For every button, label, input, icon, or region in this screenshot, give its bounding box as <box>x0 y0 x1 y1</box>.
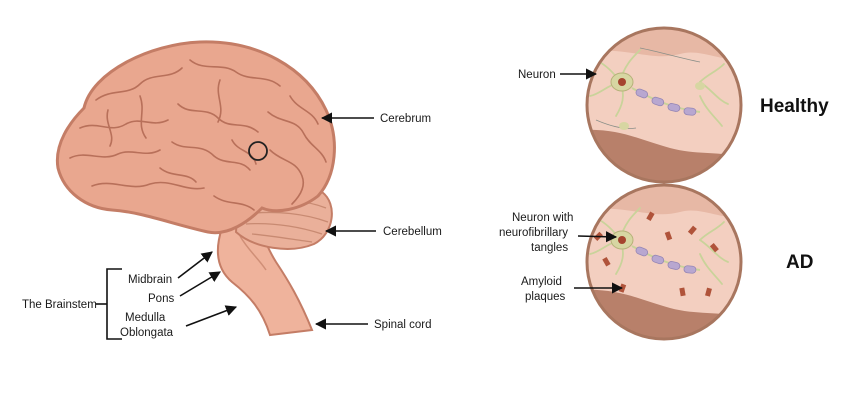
plaques-label-line2: plaques <box>525 291 566 303</box>
neuron-label: Neuron <box>518 69 556 81</box>
cerebellum-label: Cerebellum <box>383 226 442 238</box>
healthy-neuron-circle <box>585 26 743 184</box>
medulla-label-line2: Oblongata <box>120 327 174 339</box>
spinal-cord-label: Spinal cord <box>374 319 432 331</box>
medulla-arrow <box>185 305 238 327</box>
tangles-label-line3: tangles <box>531 242 568 254</box>
pons-arrow <box>179 271 221 297</box>
tangles-label-line1: Neuron with <box>512 212 573 224</box>
amyloid-plaques <box>593 211 719 297</box>
midbrain-label: Midbrain <box>128 274 172 286</box>
brainstem-label: The Brainstem <box>22 299 97 311</box>
tangles-label-line2: neurofibrillary <box>499 227 568 239</box>
midbrain-arrow <box>177 251 213 279</box>
tangles-arrow <box>577 231 618 243</box>
pons-label: Pons <box>148 293 174 305</box>
medulla-label-line1: Medulla <box>125 312 166 324</box>
ad-neuron-circle <box>585 183 743 341</box>
magnified-region-marker <box>248 141 268 161</box>
brain-illustration <box>55 40 336 337</box>
ad-heading: AD <box>786 252 813 273</box>
plaques-label-line1: Amyloid <box>521 276 562 288</box>
healthy-heading: Healthy <box>760 96 829 117</box>
cerebrum-label: Cerebrum <box>380 113 431 125</box>
